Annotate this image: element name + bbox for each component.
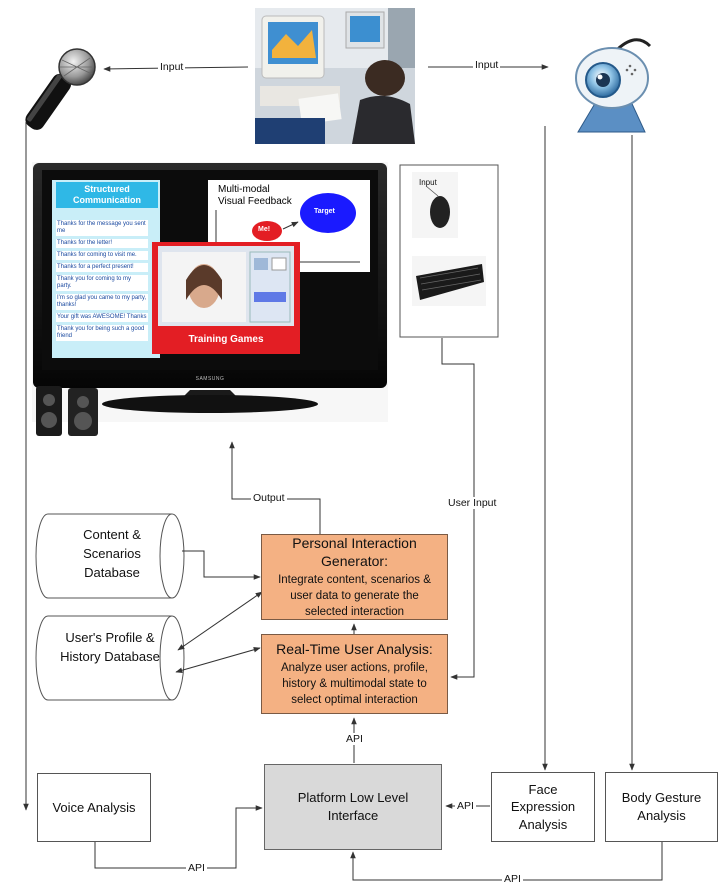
generator-body: Integrate content, scenarios & user data… (278, 574, 431, 619)
feedback-label: Multi-modal Visual Feedback (218, 184, 292, 207)
content-database-label: Content & Scenarios Database (83, 527, 141, 580)
me-label: Me! (258, 226, 271, 233)
label-api-bottom: API (502, 873, 523, 885)
profile-database-label: User's Profile & History Database (60, 630, 160, 664)
label-api-voice: API (186, 862, 207, 874)
training-games-label: Training Games (188, 334, 264, 345)
analysis-body: Analyze user actions, profile, history &… (280, 661, 429, 707)
phrase-item[interactable]: Your gift was AWESOME! Thanks (56, 313, 148, 322)
phrase-item[interactable]: Thanks for a perfect present! (56, 263, 148, 272)
real-time-user-analysis: Real-Time User Analysis: Analyze user ac… (261, 634, 448, 714)
phrase-item[interactable]: Thanks for coming to visit me. (56, 251, 148, 260)
speakers-icon (36, 386, 98, 436)
target-label: Target (314, 208, 335, 215)
me-marker (252, 221, 282, 241)
label-api-face: API (455, 800, 476, 812)
structured-communication-title: Structured Communication (72, 184, 141, 205)
personal-interaction-generator: Personal Interaction Generator: Integrat… (261, 534, 448, 620)
label-output: Output (251, 492, 287, 504)
phrase-item[interactable]: I'm so glad you came to my party, thanks… (56, 294, 148, 310)
generator-title: Personal Interaction Generator: (292, 534, 417, 569)
voice-analysis-label: Voice Analysis (52, 799, 136, 815)
analysis-title: Real-Time User Analysis: (276, 640, 433, 657)
platform-label: Platform Low Level Interface (297, 790, 409, 823)
content-database-shape (35, 513, 185, 599)
body-gesture-analysis-box: Body Gesture Analysis (605, 772, 718, 842)
phrase-item[interactable]: Thanks for the message you sent me (56, 220, 148, 236)
microphone-icon (25, 48, 96, 130)
input-devices-box (399, 164, 499, 338)
phrase-item[interactable]: Thank you for coming to my party. (56, 275, 148, 291)
phrase-item[interactable]: Thank you for being such a good friend (56, 325, 148, 341)
face-analysis-label: Face Expression Analysis (510, 781, 576, 832)
face-expression-analysis-box: Face Expression Analysis (491, 772, 595, 842)
label-api-up: API (344, 733, 365, 745)
label-input-right: Input (473, 59, 501, 71)
child-at-computer-photo (255, 8, 415, 144)
label-input-left: Input (158, 61, 186, 73)
phrase-item[interactable]: Thanks for the letter! (56, 239, 148, 248)
webcam-icon (575, 38, 652, 133)
phrase-list: Thanks for the message you sent me Thank… (56, 220, 148, 344)
voice-analysis-box: Voice Analysis (37, 773, 151, 842)
input-devices-label: Input (419, 178, 437, 187)
platform-low-level-interface: Platform Low Level Interface (264, 764, 442, 850)
monitor-brand: SAMSUNG (195, 376, 225, 382)
mouse-icon (430, 196, 450, 228)
target-marker (300, 193, 356, 233)
label-user-input: User Input (446, 497, 499, 509)
keyboard-icon (416, 264, 484, 300)
body-gesture-label: Body Gesture Analysis (621, 790, 702, 823)
